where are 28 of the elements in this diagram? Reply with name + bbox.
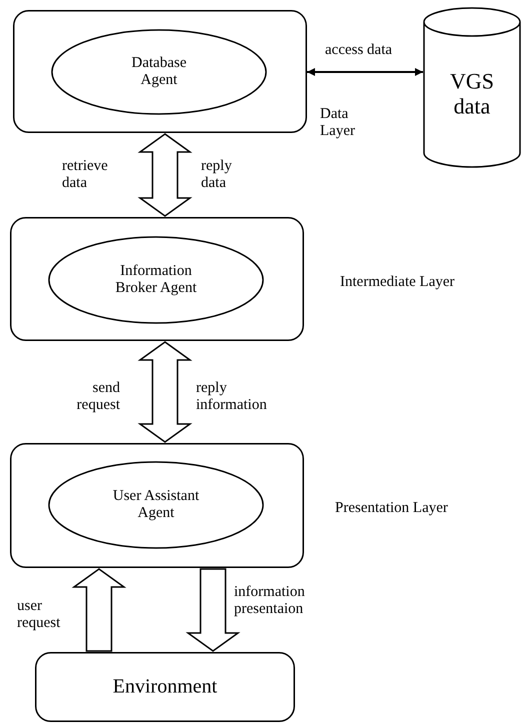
layer-box xyxy=(10,443,304,568)
block-arrow xyxy=(138,341,192,443)
layer-box xyxy=(10,217,304,341)
node-label: Environment xyxy=(112,676,218,698)
agent-ellipse xyxy=(48,461,264,549)
agent-ellipse xyxy=(51,29,267,115)
agent-name: Database Agent xyxy=(130,54,188,90)
edge-label: user request xyxy=(17,598,62,632)
agent-ellipse xyxy=(48,236,264,324)
arrow-caption: retrieve data xyxy=(62,158,109,192)
layer-label: Presentation Layer xyxy=(335,500,449,518)
block-arrow xyxy=(72,568,126,652)
arrow-caption: reply information xyxy=(196,380,268,414)
layer-box xyxy=(35,652,295,722)
layer-label: Data Layer xyxy=(320,106,356,140)
block-arrow xyxy=(138,133,192,217)
block-arrow xyxy=(186,568,240,652)
layer-box xyxy=(13,10,307,133)
database-label: VGS data xyxy=(448,68,495,119)
agent-name: User Assistant Agent xyxy=(112,488,200,522)
agent-name: Information Broker Agent xyxy=(114,262,198,298)
edge-label: access data xyxy=(325,42,394,60)
edge-label: information presentaion xyxy=(234,584,306,618)
arrow xyxy=(307,68,423,76)
database-cylinder xyxy=(423,8,521,167)
layer-label: Intermediate Layer xyxy=(340,274,456,292)
arrow-caption: reply data xyxy=(201,158,233,192)
arrow-caption: send request xyxy=(76,380,120,414)
